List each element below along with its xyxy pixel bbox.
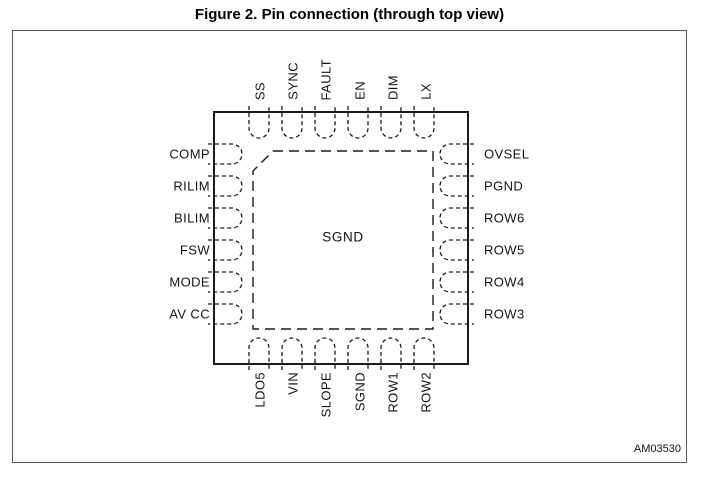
pin-label: LDO5: [252, 372, 268, 408]
pin-pad-top: [314, 106, 336, 139]
pin-label: MODE: [169, 274, 210, 290]
pin-label: ROW5: [484, 242, 525, 258]
exposed-pad-label: SGND: [322, 229, 364, 245]
pin-pad-bottom: [380, 337, 402, 370]
chip-outline: [213, 111, 469, 365]
pin-pad-bottom: [314, 337, 336, 370]
pin-label: RILIM: [173, 178, 210, 194]
pin-label: LX: [418, 83, 434, 100]
pin-pad-top: [347, 106, 369, 139]
pin-label: ROW4: [484, 274, 525, 290]
pin-label: ROW6: [484, 210, 525, 226]
exposed-pad-outline: [252, 150, 434, 330]
figure-title: Figure 2. Pin connection (through top vi…: [194, 6, 505, 23]
pin-pad-bottom: [413, 337, 435, 370]
pin-pad-top: [380, 106, 402, 139]
pin-label: FAULT: [318, 58, 334, 101]
figure-frame: [12, 30, 687, 463]
pin-label: ROW1: [385, 372, 401, 413]
pin-label: FSW: [179, 242, 210, 258]
pin-label: SGND: [352, 372, 368, 412]
pin-label: ROW3: [484, 306, 525, 322]
figure-code: AM03530: [633, 443, 681, 455]
pin-label: EN: [352, 81, 368, 100]
pin-label: VIN: [285, 372, 301, 395]
pin-pad-top: [413, 106, 435, 139]
pin-label: SYNC: [285, 62, 301, 100]
pin-pad-bottom: [347, 337, 369, 370]
pin-label: AV CC: [169, 306, 210, 322]
pin-label: DIM: [385, 74, 401, 100]
pin-label: PGND: [484, 178, 524, 194]
pin-pad-top: [281, 106, 303, 139]
pin-label: COMP: [169, 146, 210, 162]
pin-label: BILIM: [174, 210, 210, 226]
pin-pad-bottom: [281, 337, 303, 370]
pin-pad-top: [248, 106, 270, 139]
pin-label: SLOPE: [318, 372, 334, 418]
pin-label: OVSEL: [484, 146, 530, 162]
pin-label: ROW2: [418, 372, 434, 413]
pin-label: SS: [252, 81, 268, 100]
pin-pad-bottom: [248, 337, 270, 370]
